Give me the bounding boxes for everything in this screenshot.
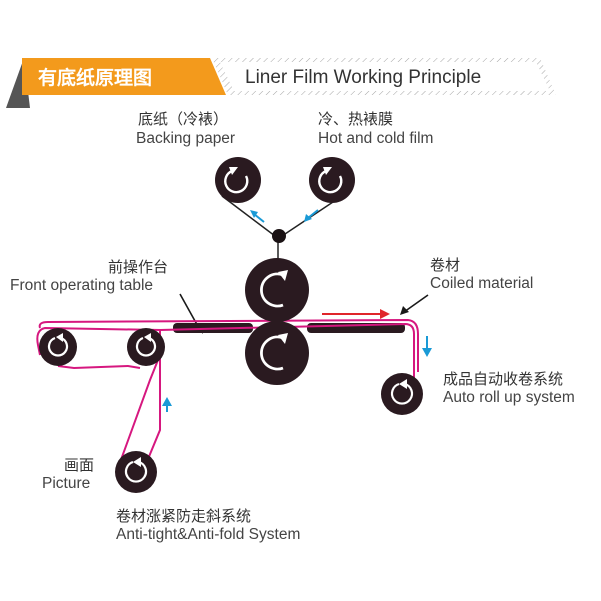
- backing-paper-roller: [215, 157, 261, 203]
- arrowhead-icon: [278, 333, 288, 344]
- rotation-arrow-icon: [260, 272, 284, 308]
- material-path-tension: [57, 364, 141, 370]
- flow-arrow-film-head: [304, 214, 312, 222]
- upper-laminating-roller: [245, 258, 309, 322]
- picture-roller: [115, 451, 157, 493]
- rotation-arrow-icon: [135, 336, 157, 357]
- auto-rollup-label-en: Auto roll up system: [443, 389, 575, 406]
- lower-laminating-roller: [245, 321, 309, 385]
- rotation-arrow-icon: [260, 335, 284, 371]
- tension-roller-left: [39, 328, 77, 366]
- arrowhead-icon: [278, 270, 288, 281]
- coiled-material-label-en: Coiled material: [430, 275, 533, 292]
- front-table-label-cn: 前操作台: [108, 259, 168, 276]
- arrowhead-icon: [133, 457, 141, 467]
- picture-label-en: Picture: [42, 475, 90, 492]
- arrowhead-icon: [144, 333, 151, 342]
- anti-tight-label-en: Anti-tight&Anti-fold System: [116, 526, 300, 543]
- flow-arrow-red-head: [380, 309, 390, 319]
- title-en: Liner Film Working Principle: [245, 67, 481, 88]
- banner-white: [220, 62, 550, 91]
- film-roller: [309, 157, 355, 203]
- tension-roller-right: [127, 328, 165, 366]
- rotation-arrow-icon: [47, 336, 69, 357]
- flow-arrow-up-head: [162, 397, 172, 406]
- picture-label-cn: 画面: [64, 457, 94, 474]
- rotation-arrow-icon: [318, 169, 343, 194]
- backing-paper-label-cn: 底纸（冷裱）: [138, 111, 228, 128]
- flow-arrow-backing-head: [250, 210, 258, 218]
- rotation-arrow-icon: [224, 169, 249, 194]
- arrowhead-icon: [323, 167, 332, 175]
- banner-fill: [22, 58, 226, 95]
- title-cn: 有底纸原理图: [38, 66, 152, 89]
- rotation-arrow-icon: [390, 382, 414, 405]
- rotation-arrow-icon: [124, 460, 148, 483]
- rollup-roller: [381, 373, 423, 415]
- flow-arrow-down-head: [422, 348, 432, 357]
- title-banner: 有底纸原理图 Liner Film Working Principle: [6, 58, 556, 108]
- arrowhead-icon: [56, 333, 63, 342]
- auto-rollup-label-cn: 成品自动收卷系统: [443, 371, 563, 388]
- backing-paper-line: [221, 195, 276, 237]
- coiled-material-pointer-head: [400, 306, 409, 315]
- material-path-upper: [38, 318, 419, 372]
- backing-paper-label-en: Backing paper: [136, 130, 235, 147]
- front-table-label-en: Front operating table: [10, 277, 153, 294]
- coiled-material-pointer: [403, 294, 429, 313]
- hot-cold-film-label-cn: 冷、热裱膜: [318, 111, 393, 128]
- anti-tight-label-cn: 卷材涨紧防走斜系统: [116, 508, 251, 525]
- coiled-material-label-cn: 卷材: [430, 257, 460, 274]
- arrowhead-icon: [399, 379, 407, 389]
- flow-arrow-film: [307, 209, 319, 219]
- hot-cold-film-label-en: Hot and cold film: [318, 130, 433, 147]
- nip-roller: [272, 229, 286, 243]
- arrowhead-icon: [229, 167, 238, 175]
